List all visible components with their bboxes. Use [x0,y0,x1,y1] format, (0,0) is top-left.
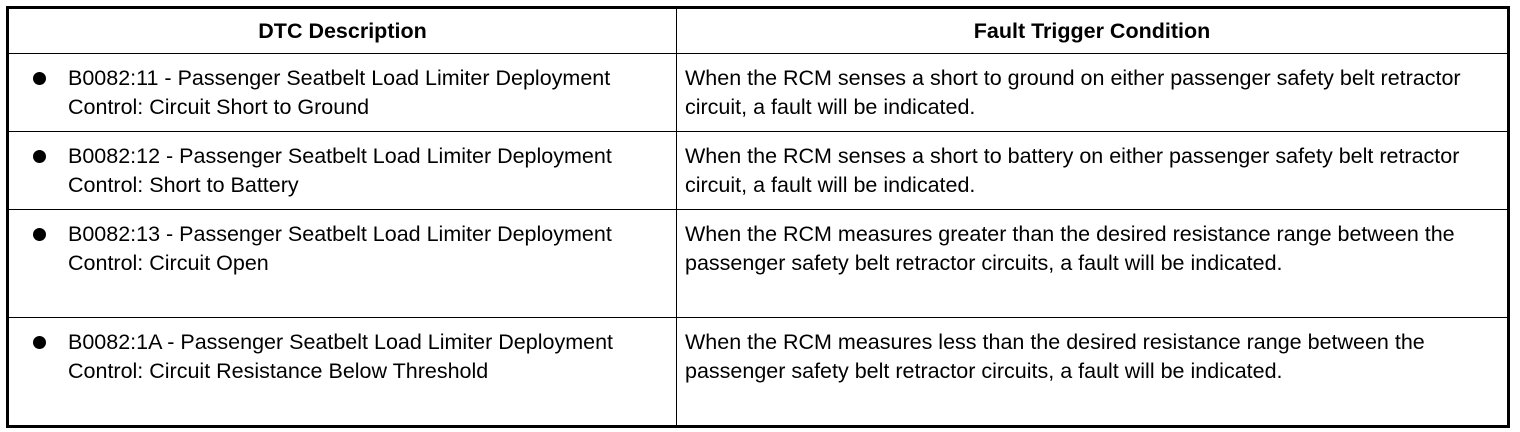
dtc-description-text: B0082:1A - Passenger Seatbelt Load Limit… [68,330,613,383]
bullet-icon [33,150,46,163]
header-dtc-description: DTC Description [8,8,677,54]
fault-condition-cell: When the RCM measures less than the desi… [676,317,1508,426]
table-row: B0082:13 - Passenger Seatbelt Load Limit… [8,209,1508,318]
fault-condition-text: When the RCM measures less than the desi… [685,330,1425,383]
bullet-icon [33,228,46,241]
fault-condition-cell: When the RCM senses a short to ground on… [676,53,1508,132]
table-row: B0082:12 - Passenger Seatbelt Load Limit… [8,131,1508,210]
dtc-description-text: B0082:11 - Passenger Seatbelt Load Limit… [68,66,611,119]
dtc-description-cell: B0082:12 - Passenger Seatbelt Load Limit… [8,131,677,210]
bullet-icon [33,72,46,85]
header-fault-trigger-condition: Fault Trigger Condition [676,8,1508,54]
table-row: B0082:11 - Passenger Seatbelt Load Limit… [8,53,1508,132]
dtc-description-text: B0082:12 - Passenger Seatbelt Load Limit… [68,144,612,197]
dtc-description-text: B0082:13 - Passenger Seatbelt Load Limit… [68,222,612,275]
dtc-description-cell: B0082:13 - Passenger Seatbelt Load Limit… [8,209,677,318]
dtc-description-cell: B0082:1A - Passenger Seatbelt Load Limit… [8,317,677,426]
fault-condition-text: When the RCM senses a short to ground on… [685,66,1461,119]
table-row: B0082:1A - Passenger Seatbelt Load Limit… [8,317,1508,426]
table-header-row: DTC Description Fault Trigger Condition [8,8,1508,54]
fault-condition-text: When the RCM senses a short to battery o… [685,144,1460,197]
fault-condition-text: When the RCM measures greater than the d… [685,222,1455,275]
dtc-table: DTC Description Fault Trigger Condition … [8,8,1508,426]
bullet-icon [33,336,46,349]
dtc-description-cell: B0082:11 - Passenger Seatbelt Load Limit… [8,53,677,132]
fault-condition-cell: When the RCM senses a short to battery o… [676,131,1508,210]
dtc-table-frame: DTC Description Fault Trigger Condition … [6,6,1510,428]
fault-condition-cell: When the RCM measures greater than the d… [676,209,1508,318]
